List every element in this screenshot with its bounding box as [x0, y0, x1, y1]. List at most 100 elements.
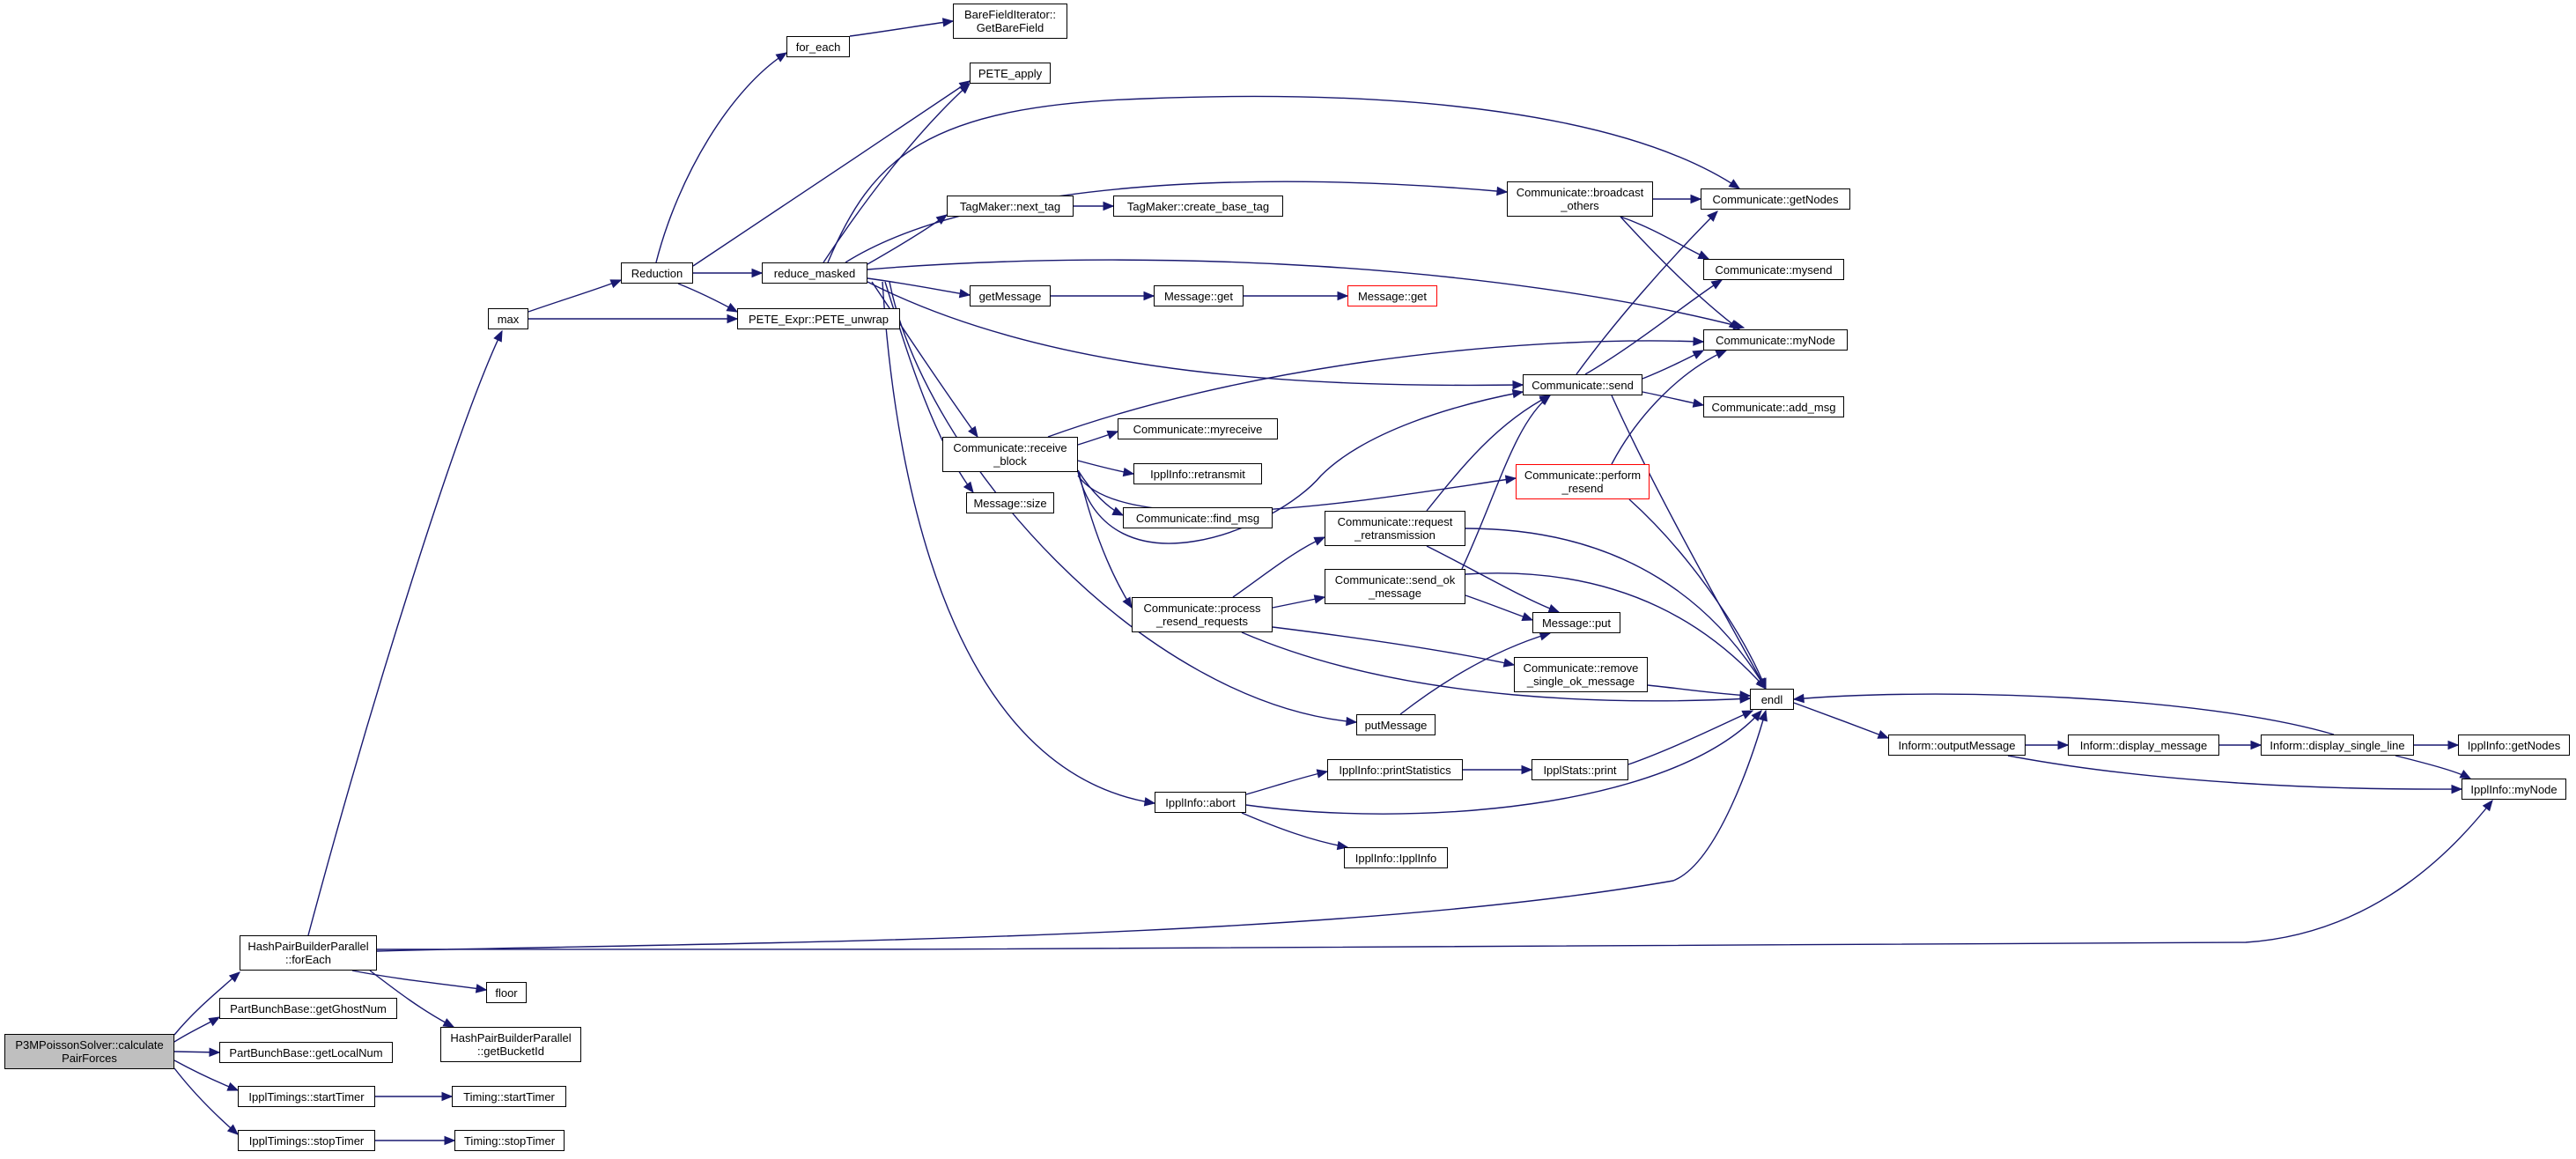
node-communicate-remove-single-ok-message[interactable]: Communicate::remove _single_ok_message — [1514, 657, 1648, 692]
edge-arrowhead — [1692, 398, 1705, 408]
call-edge — [882, 281, 1155, 804]
node-tagmaker-next-tag[interactable]: TagMaker::next_tag — [947, 196, 1074, 217]
node-communicate-send-ok-message[interactable]: Communicate::send_ok _message — [1325, 569, 1465, 604]
node-getmessage[interactable]: getMessage — [970, 285, 1051, 306]
node-communicate-find-msg[interactable]: Communicate::find_msg — [1123, 507, 1273, 528]
edge-arrowhead — [727, 314, 739, 324]
edge-arrowhead — [2451, 784, 2463, 794]
node-message-size[interactable]: Message::size — [966, 492, 1054, 513]
call-edge — [307, 330, 503, 936]
edge-arrowhead — [1346, 716, 1358, 727]
node-pete-apply[interactable]: PETE_apply — [970, 63, 1051, 84]
call-edge — [173, 1059, 239, 1091]
node-ipplinfo-retransmit[interactable]: IpplInfo::retransmit — [1133, 463, 1262, 484]
node-pete-unwrap[interactable]: PETE_Expr::PETE_unwrap — [737, 308, 900, 329]
edge-arrowhead — [226, 1124, 239, 1135]
node-communicate-mysend[interactable]: Communicate::mysend — [1703, 259, 1844, 280]
node-communicate-perform-resend[interactable]: Communicate::perform _resend — [1516, 464, 1650, 499]
edge-arrowhead — [1728, 179, 1741, 189]
call-edge — [1647, 684, 1751, 697]
node-communicate-broadcast-others[interactable]: Communicate::broadcast _others — [1507, 181, 1653, 217]
node-communicate-mynode[interactable]: Communicate::myNode — [1703, 329, 1848, 351]
node-getghostnum[interactable]: PartBunchBase::getGhostNum — [219, 998, 397, 1019]
node-communicate-process-resend-requests[interactable]: Communicate::process _resend_requests — [1132, 597, 1273, 632]
edge-arrowhead — [2250, 740, 2262, 750]
node-communicate-getnodes[interactable]: Communicate::getNodes — [1701, 188, 1850, 210]
edge-arrowhead — [1539, 631, 1552, 641]
edge-arrowhead — [1715, 350, 1728, 359]
edge-arrowhead — [208, 1016, 221, 1027]
node-timing-starttimer[interactable]: Timing::startTimer — [452, 1086, 566, 1107]
edge-arrowhead — [958, 83, 971, 94]
node-p3m-calculate-pair-forces: P3MPoissonSolver::calculate PairForces — [4, 1034, 174, 1069]
node-floor[interactable]: floor — [486, 982, 527, 1003]
node-endl[interactable]: endl — [1750, 689, 1794, 710]
node-barefielditerator-getbarefield[interactable]: BareFieldIterator:: GetBareField — [953, 4, 1067, 39]
edge-arrowhead — [726, 302, 739, 313]
node-inform-display-message[interactable]: Inform::display_message — [2068, 735, 2219, 756]
edge-arrowhead — [1728, 319, 1741, 330]
node-ipplinfo-ipplinfo[interactable]: IpplInfo::IpplInfo — [1344, 847, 1448, 868]
edge-arrowhead — [1739, 690, 1752, 700]
edge-arrowhead — [1707, 210, 1718, 222]
node-max[interactable]: max — [488, 308, 528, 329]
node-ipplinfo-abort[interactable]: IpplInfo::abort — [1155, 792, 1246, 813]
edge-arrowhead — [958, 288, 971, 299]
edge-arrowhead — [1122, 467, 1135, 477]
node-getbucketid[interactable]: HashPairBuilderParallel ::getBucketId — [440, 1027, 581, 1062]
edge-arrowhead — [441, 1091, 454, 1102]
edge-arrowhead — [1511, 388, 1524, 399]
call-edge — [376, 800, 2493, 950]
edge-arrowhead — [1313, 536, 1326, 546]
node-inform-outputmessage[interactable]: Inform::outputMessage — [1888, 735, 2026, 756]
node-timing-stoptimer[interactable]: Timing::stopTimer — [454, 1130, 565, 1151]
node-communicate-myreceive[interactable]: Communicate::myreceive — [1118, 418, 1278, 439]
node-getlocalnum[interactable]: PartBunchBase::getLocalNum — [219, 1042, 393, 1063]
node-reduction[interactable]: Reduction — [621, 262, 693, 284]
edge-arrowhead — [1106, 430, 1119, 439]
call-edge — [867, 214, 948, 265]
edge-arrowhead — [1710, 279, 1723, 290]
call-edge — [1611, 395, 1767, 690]
node-reduce-masked[interactable]: reduce_masked — [762, 262, 867, 284]
edge-arrowhead — [935, 214, 948, 225]
call-edge — [1426, 395, 1551, 512]
node-ipplinfo-mynode[interactable]: IpplInfo::myNode — [2462, 779, 2566, 800]
edge-arrowhead — [1313, 594, 1326, 604]
call-edge — [1628, 498, 1767, 690]
call-edge — [2007, 755, 2462, 790]
call-edge — [823, 83, 971, 263]
node-message-get-incomplete[interactable]: Message::get — [1347, 285, 1437, 306]
node-inform-display-single-line[interactable]: Inform::display_single_line — [2261, 735, 2414, 756]
node-tagmaker-create-base-tag[interactable]: TagMaker::create_base_tag — [1113, 196, 1283, 217]
call-edge — [867, 259, 1745, 329]
node-ipplstats-print[interactable]: IpplStats::print — [1532, 759, 1628, 780]
edge-arrowhead — [1792, 693, 1805, 704]
edge-arrowhead — [1521, 612, 1534, 622]
node-hashpairbuilder-foreach[interactable]: HashPairBuilderParallel ::forEach — [240, 935, 377, 971]
call-edge — [1241, 812, 1348, 848]
edge-arrowhead — [1751, 710, 1762, 722]
edge-arrowhead — [963, 481, 974, 494]
call-edge — [845, 181, 1508, 263]
edge-arrowhead — [1521, 764, 1533, 775]
node-putmessage[interactable]: putMessage — [1356, 714, 1436, 735]
node-message-put[interactable]: Message::put — [1532, 612, 1620, 633]
call-edge — [1077, 475, 1517, 513]
edge-arrowhead — [444, 1135, 456, 1146]
node-communicate-receive-block[interactable]: Communicate::receive _block — [942, 437, 1078, 472]
node-message-get[interactable]: Message::get — [1154, 285, 1244, 306]
node-ippltimings-stoptimer[interactable]: IpplTimings::stopTimer — [238, 1130, 375, 1151]
edge-arrowhead — [1741, 710, 1754, 720]
node-communicate-request-retransmission[interactable]: Communicate::request _retransmission — [1325, 511, 1465, 546]
call-edge — [1465, 572, 1767, 690]
node-ippltimings-starttimer[interactable]: IpplTimings::startTimer — [238, 1086, 375, 1107]
call-edge — [369, 970, 454, 1028]
node-communicate-add-msg[interactable]: Communicate::add_msg — [1703, 396, 1844, 417]
node-ipplinfo-getnodes[interactable]: IpplInfo::getNodes — [2458, 735, 2570, 756]
call-edge — [1620, 216, 1709, 260]
node-ipplinfo-printstatistics[interactable]: IpplInfo::printStatistics — [1327, 759, 1463, 780]
node-for-each[interactable]: for_each — [786, 36, 850, 57]
call-edge — [1245, 710, 1762, 815]
node-communicate-send[interactable]: Communicate::send — [1523, 374, 1642, 395]
